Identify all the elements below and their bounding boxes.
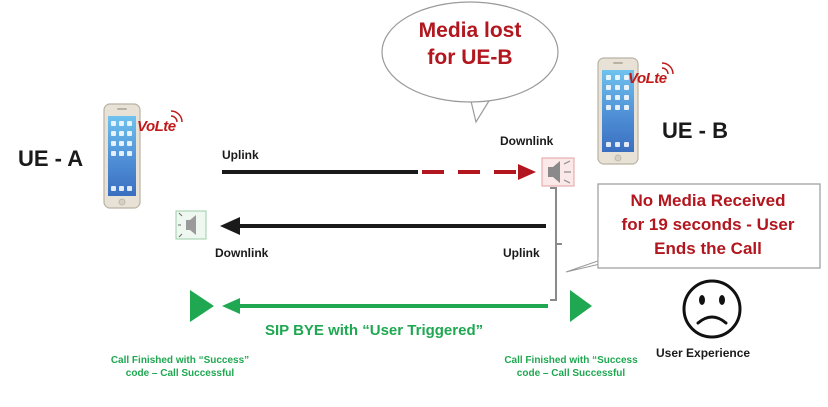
sip-bye-label: SIP BYE with “User Triggered” (265, 322, 484, 339)
speech-bubble (381, 1, 559, 124)
left-note-line-1: Call Finished with “Success” (110, 355, 250, 366)
user-experience-label: User Experience (656, 346, 751, 360)
volte-signal-icon-b (661, 62, 674, 75)
sad-face-icon (682, 279, 742, 339)
timer-bracket (550, 187, 562, 301)
phone-a-icon (103, 103, 141, 209)
sip-bye-arrow (222, 298, 548, 314)
right-note-line-2: code – Call Successful (516, 368, 626, 379)
callout-line-2: for 19 seconds - User (621, 215, 795, 234)
top-uplink-label: Uplink (222, 148, 259, 162)
ue-b-label: UE - B (662, 118, 728, 143)
callout-line-3: Ends the Call (654, 239, 762, 258)
speaker-active-icon (175, 210, 207, 240)
call-end-marker-right (570, 290, 592, 322)
bubble-line-2: for UE-B (427, 46, 513, 69)
top-downlink-label: Downlink (500, 134, 554, 148)
speaker-muted-icon (541, 157, 575, 187)
right-note-line-1: Call Finished with “Success (504, 355, 638, 366)
bubble-line-1: Media lost (418, 19, 522, 42)
callout-box (565, 183, 821, 273)
callout-line-1: No Media Received (630, 191, 786, 210)
phone-b-icon (597, 57, 639, 165)
volte-logo-b: VoLte (628, 70, 667, 87)
top-media-arrow (222, 164, 536, 180)
bottom-media-arrow (220, 217, 546, 235)
ue-a-label: UE - A (18, 146, 84, 171)
left-note-line-2: code – Call Successful (125, 368, 235, 379)
volte-signal-icon-a (170, 110, 183, 123)
call-end-marker-left (190, 290, 214, 322)
bottom-downlink-label: Downlink (215, 246, 269, 260)
volte-logo-a: VoLte (137, 118, 176, 135)
bottom-uplink-label: Uplink (503, 246, 540, 260)
